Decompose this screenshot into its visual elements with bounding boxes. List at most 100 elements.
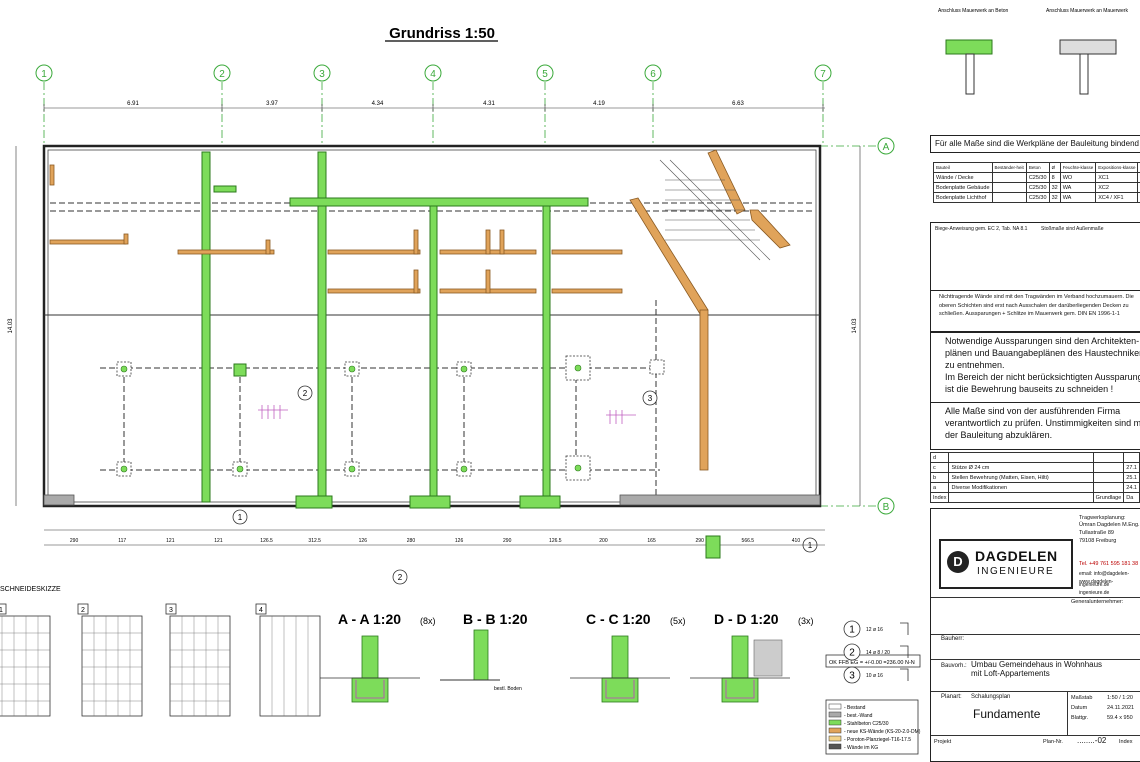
legend-swatch [829,704,841,709]
index-label: Index [1119,737,1132,748]
axis-label-1: 1 [41,69,47,80]
plannr-value: ........-02 [1077,735,1106,746]
legend-swatch [829,744,841,749]
axis-label-4: 4 [430,69,436,80]
table-cell [992,193,1026,203]
general-contractor-label: Generalunternehmer: [1071,597,1123,608]
cutting-sketch-number: 2 [81,607,85,614]
section-label: C - C 1:20 [586,611,651,627]
bottom-dimension: 410 [792,538,801,544]
table-cell: 32 [1049,183,1060,193]
table-header: Ø [1049,163,1060,173]
bauvorh-line: Umbau Gemeindehaus in Wohnhaus [971,660,1102,669]
bottom-dimension: 121 [166,538,175,544]
note-small: Nichttragende Wände sind mit den Tragwän… [939,293,1135,319]
section-count: (8x) [420,616,436,626]
bar-mark-number: 1 [849,625,855,636]
axis-label-6: 6 [650,69,656,80]
note-top-box: Für alle Maße sind die Werkpläne der Bau… [930,135,1140,153]
bottom-dimension: 200 [599,538,608,544]
revision-cell: 25.1 [1124,473,1140,483]
axis-label-B: B [883,502,890,513]
revision-cell [1093,473,1124,483]
legend-label: - Poroton-Planziegel-T16-17.5 [844,737,911,743]
note-small-box: Nichttragende Wände sind mit den Tragwän… [930,290,1140,332]
svg-text:2: 2 [303,389,308,398]
revision-cell: Stellen Bewehrung (Matten, Eisen, Hilti) [949,473,1093,483]
table-cell [992,173,1026,183]
bottom-dimension: 126 [359,538,368,544]
table-cell: WA [1060,193,1096,203]
section-label: A - A 1:20 [338,611,401,627]
revision-cell: 27.1 [1124,463,1140,473]
note-line: Notwendige Aussparungen sind den Archite… [945,336,1139,347]
bottom-dimension: 126.5 [549,538,562,544]
note-line: Alle Maße sind von der ausführenden Firm… [945,406,1120,417]
note-line: Im Bereich der nicht berücksichtigten Au… [945,372,1140,383]
section-count: (5x) [670,616,686,626]
bending-right-title: Stoßmaße sind Außenmaße [1041,224,1104,235]
planart-value: Schalungsplan [971,692,1010,703]
company-web: www.dagdelen-ingenieure.de [1079,577,1140,599]
bottom-dimension: 290 [70,538,79,544]
legend-label: - Stahlbeton C25/30 [844,721,889,727]
table-cell: XC1 [1096,173,1138,183]
projekt-label: Projekt [934,737,951,748]
plan-title-block: Fundamente [973,709,1040,720]
legend-label: - best.-Wand [844,713,873,719]
revision-cell: b [931,473,949,483]
company-sub: INGENIEURE [977,566,1054,577]
table-header: Beständer-heit [992,163,1026,173]
bottom-dimension: 290 [503,538,512,544]
rebar-marks [258,405,636,424]
bottom-dimension: 165 [647,538,656,544]
axis-label-A: A [883,142,890,153]
company-address-line: Ümran Dagdelen M.Eng. [1079,521,1140,529]
table-header: Feuchte-klasse [1060,163,1096,173]
table-cell: Wände / Decke [934,173,993,183]
top-dimension: 4.34 [372,101,384,107]
legend-label: - Bestand [844,705,866,711]
note-masse-box: Alle Maße sind von der ausführenden Firm… [930,402,1140,450]
revision-cell [1124,453,1140,463]
top-dimension: 3.97 [266,101,278,107]
axis-label-2: 2 [219,69,225,80]
bauvorh-line: mit Loft-Appartements [971,669,1102,678]
table-cell: XC2 [1096,183,1138,193]
revision-cell: d [931,453,949,463]
table-cell: C25/30 [1026,183,1049,193]
svg-text:1: 1 [238,513,243,522]
revision-header-cell [949,493,1093,503]
bottom-dimension: 121 [214,538,223,544]
logo-d-icon: D [947,551,969,573]
top-dimension: 4.19 [593,101,605,107]
legend-swatch [829,712,841,717]
section-label: B - B 1:20 [463,611,528,627]
revision-cell [1093,463,1124,473]
bottom-dimension: 126.5 [260,538,273,544]
pad-footings [117,356,664,480]
bar-mark-text: 14 ø 8 / 20 [866,650,890,656]
company-address-line: 79108 Freiburg [1079,537,1140,545]
revision-header-cell: Grundlage [1093,493,1124,503]
table-cell: Bodenplatte Lichthof [934,193,993,203]
legend-label: - neue KS-Wände (KS-20-2.0-DM) [844,729,921,735]
note-line: der Bauleitung abzuklären. [945,430,1052,441]
axis-label-7: 7 [820,69,826,80]
svg-text:2: 2 [398,573,403,582]
bar-mark-text: 10 ø 16 [866,673,883,679]
cutting-sketch-number: 4 [259,607,263,614]
bar-mark-number: 3 [849,671,855,682]
side-dimension-right: 14.03 [852,318,858,334]
planart-label: Planart: [941,692,962,703]
concrete-walls [202,152,588,508]
